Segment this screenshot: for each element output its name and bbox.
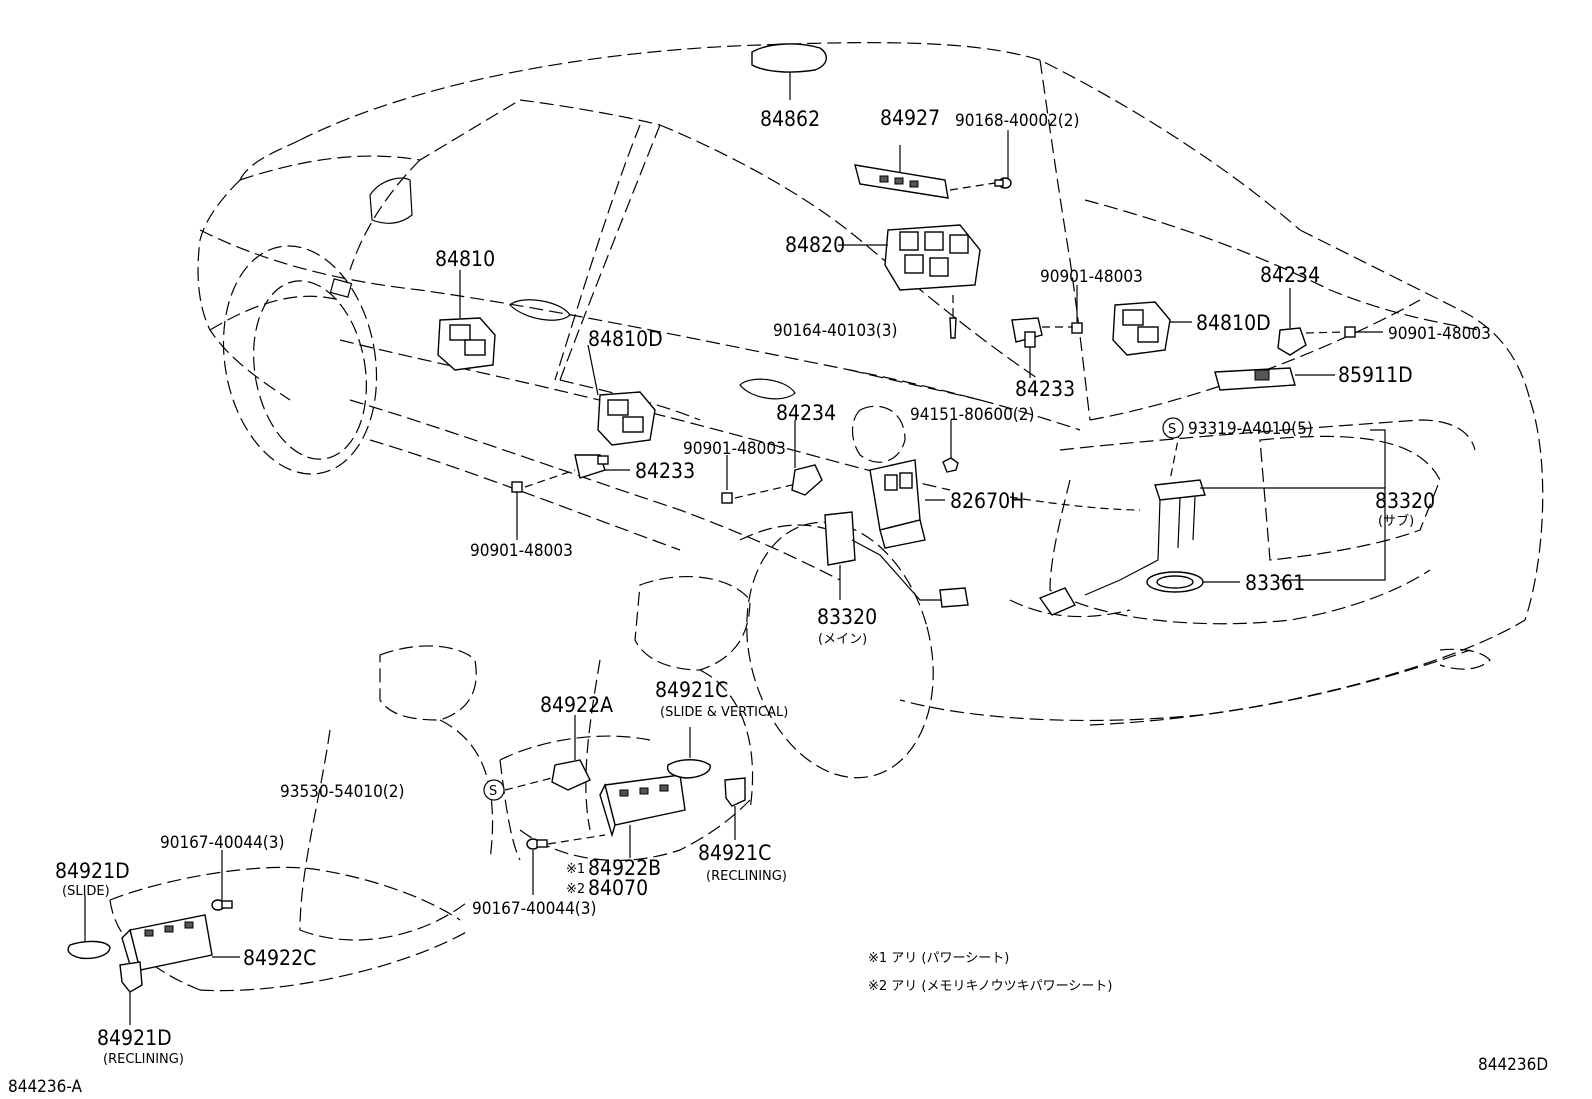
part-82670H bbox=[869, 459, 926, 549]
label-84233-a: 84233 bbox=[1015, 377, 1075, 401]
label-84921D-reclining: 84921D bbox=[97, 1026, 172, 1050]
part-84234-b bbox=[1277, 327, 1307, 356]
side-marker bbox=[329, 278, 353, 298]
label-84820: 84820 bbox=[785, 233, 845, 257]
label-84234-b: 84234 bbox=[776, 401, 836, 425]
part-83320-main bbox=[824, 511, 969, 608]
label-84921C-reclining: 84921C bbox=[698, 841, 771, 865]
label-90901-c: 90901-48003 bbox=[683, 439, 786, 459]
nut-94151 bbox=[942, 457, 959, 473]
label-83361: 83361 bbox=[1245, 571, 1305, 595]
part-84922A bbox=[551, 759, 591, 791]
s-mark-top bbox=[1162, 417, 1184, 439]
label-84234-a: 84234 bbox=[1260, 263, 1320, 287]
knob-84921C-reclining bbox=[724, 777, 746, 807]
label-90901-d: 90901-48003 bbox=[470, 541, 573, 561]
label-90168: 90168-40002(2) bbox=[955, 111, 1079, 131]
label-90167-b: 90167-40044(3) bbox=[472, 899, 596, 919]
label-84922A: 84922A bbox=[540, 693, 613, 717]
s-mark-top-text: S bbox=[1168, 422, 1176, 437]
figure-code-right: 844236D bbox=[1478, 1055, 1548, 1075]
label-84921C-reclining-note: (RECLINING) bbox=[706, 869, 787, 884]
label-93530: 93530-54010(2) bbox=[280, 782, 404, 802]
s-mark-bottom-text: S bbox=[489, 784, 497, 799]
knob-84921D-reclining bbox=[119, 961, 143, 993]
seat-outline bbox=[109, 576, 754, 992]
part-84810D-a bbox=[597, 391, 656, 446]
knob-84921D-slide bbox=[67, 940, 111, 960]
label-note-mark-1: ※1 bbox=[566, 862, 585, 877]
knob-84921C-slide bbox=[666, 759, 711, 779]
label-note-mark-2: ※2 bbox=[566, 882, 585, 897]
screw-90167-a bbox=[211, 899, 233, 911]
part-85911D bbox=[1214, 367, 1296, 391]
footnote-1: ※1 アリ (パワーシート) bbox=[868, 951, 1009, 966]
label-84070: 84070 bbox=[588, 876, 648, 900]
screw-90168 bbox=[994, 177, 1012, 189]
label-93319: 93319-A4010(5) bbox=[1188, 419, 1313, 439]
part-84234-a bbox=[791, 464, 823, 496]
label-84810: 84810 bbox=[435, 247, 495, 271]
label-84921D-reclining-note: (RECLINING) bbox=[103, 1052, 184, 1067]
label-83320-main-note: (メイン) bbox=[818, 632, 867, 647]
label-84810D-a: 84810D bbox=[588, 327, 663, 351]
label-84921D-slide: 84921D bbox=[55, 859, 130, 883]
label-84862: 84862 bbox=[760, 107, 820, 131]
front-door-handle bbox=[509, 299, 571, 321]
label-84927: 84927 bbox=[880, 106, 940, 130]
part-83320-sub bbox=[1038, 479, 1206, 616]
label-84921D-slide-note: (SLIDE) bbox=[62, 884, 110, 899]
label-83320-sub-note: (サブ) bbox=[1378, 513, 1414, 529]
label-84233-b: 84233 bbox=[635, 459, 695, 483]
part-84233-a bbox=[574, 454, 609, 479]
label-84921C-slide-note: (SLIDE & VERTICAL) bbox=[660, 705, 788, 720]
label-90164: 90164-40103(3) bbox=[773, 321, 897, 341]
footnote-2: ※2 アリ (メモリキノウツキパワーシート) bbox=[868, 979, 1112, 994]
part-84810D-b bbox=[1112, 301, 1171, 356]
part-84927 bbox=[854, 164, 949, 199]
label-90901-a: 90901-48003 bbox=[1040, 267, 1143, 287]
part-84810 bbox=[437, 317, 496, 371]
label-90901-b: 90901-48003 bbox=[1388, 324, 1491, 344]
label-84810D-b: 84810D bbox=[1196, 311, 1271, 335]
label-82670H: 82670H bbox=[950, 489, 1024, 513]
part-84233-b bbox=[1011, 317, 1043, 348]
screw-90901-d bbox=[1344, 326, 1356, 338]
screw-90164 bbox=[949, 317, 957, 339]
car-outline bbox=[197, 42, 1544, 779]
screw-90167-b bbox=[526, 838, 548, 850]
part-84862 bbox=[751, 43, 827, 73]
s-mark-bottom bbox=[483, 779, 505, 801]
screw-90901-a bbox=[511, 481, 523, 493]
screw-90901-c bbox=[1071, 322, 1083, 334]
label-94151: 94151-80600(2) bbox=[910, 405, 1034, 425]
label-83320-sub: 83320 bbox=[1375, 489, 1435, 513]
rear-door-handle bbox=[739, 378, 796, 400]
screw-90901-b bbox=[721, 492, 733, 504]
label-84921C-slide: 84921C bbox=[655, 678, 728, 702]
label-90167-a: 90167-40044(3) bbox=[160, 833, 284, 853]
mirror bbox=[369, 177, 413, 224]
label-84922B: 84922B bbox=[588, 856, 661, 880]
figure-code-left: 844236-A bbox=[8, 1077, 83, 1097]
label-84922C: 84922C bbox=[243, 946, 316, 970]
part-84922B bbox=[599, 774, 686, 838]
label-85911D: 85911D bbox=[1338, 363, 1413, 387]
part-84820 bbox=[884, 224, 981, 291]
label-83320-main: 83320 bbox=[817, 605, 877, 629]
